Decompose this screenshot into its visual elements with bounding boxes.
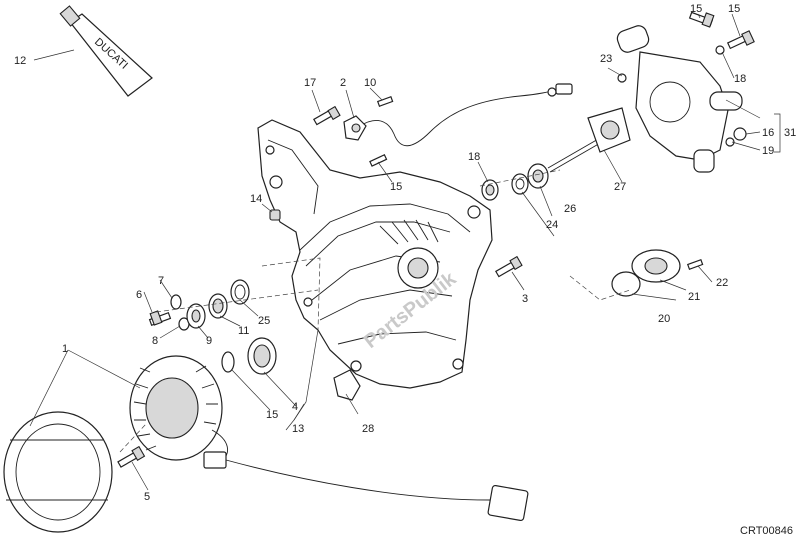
callout-13: 13 xyxy=(292,423,304,435)
callout-10: 10 xyxy=(364,77,376,89)
water-pump-shaft xyxy=(481,107,631,201)
callout-29: 27 xyxy=(614,181,626,193)
callout-20: 18 xyxy=(734,73,746,85)
callout-27: 25 xyxy=(258,315,270,327)
callout-18: 18 xyxy=(468,151,480,163)
callout-25: 23 xyxy=(600,53,612,65)
water-pump-cover xyxy=(616,25,747,173)
callout-14: 14 xyxy=(250,193,262,205)
callout-15-top-right: 15 xyxy=(728,3,740,15)
callout-24: 22 xyxy=(716,277,728,289)
stator xyxy=(129,355,529,522)
washer-stack-left xyxy=(170,279,277,375)
bolts xyxy=(117,11,755,468)
rotor xyxy=(3,411,113,533)
callout-31: 31 xyxy=(784,127,796,139)
callout-9: 9 xyxy=(206,335,212,347)
callout-26: 24 xyxy=(546,219,558,231)
gasket-30 xyxy=(333,369,361,401)
callout-7: 7 xyxy=(158,275,164,287)
callout-16: 16 xyxy=(762,127,774,139)
callout-3: 3 xyxy=(522,293,528,305)
sealant-tube: DUCATI xyxy=(59,5,153,97)
callout-30: 28 xyxy=(362,423,374,435)
generator-cover xyxy=(257,119,493,389)
callout-labels: 12 1 6 7 8 9 11 25 15 4 13 5 17 2 10 14 … xyxy=(14,3,796,537)
callout-12: 12 xyxy=(14,55,26,67)
callout-21: 19 xyxy=(762,145,774,157)
sensor-cable xyxy=(343,83,573,147)
cover-plate xyxy=(611,249,681,297)
callout-8: 8 xyxy=(152,335,158,347)
callout-5: 5 xyxy=(144,491,150,503)
callout-4: 4 xyxy=(292,401,298,413)
assembly-lines xyxy=(119,169,631,453)
callout-17: 15 xyxy=(266,409,278,421)
callout-19: 17 xyxy=(304,77,316,89)
callout-1: 1 xyxy=(62,343,68,355)
callout-15-mid: 15 xyxy=(390,181,402,193)
callout-23: 21 xyxy=(688,291,700,303)
callout-28: 26 xyxy=(564,203,576,215)
callout-11: 11 xyxy=(238,325,249,337)
leader-lines xyxy=(29,13,781,491)
callout-6: 6 xyxy=(136,289,142,301)
callout-22: 20 xyxy=(658,313,670,325)
callout-2: 2 xyxy=(340,77,346,89)
callout-15-top-left: 15 xyxy=(690,3,702,15)
reference-code: CRT00846 xyxy=(740,525,793,537)
